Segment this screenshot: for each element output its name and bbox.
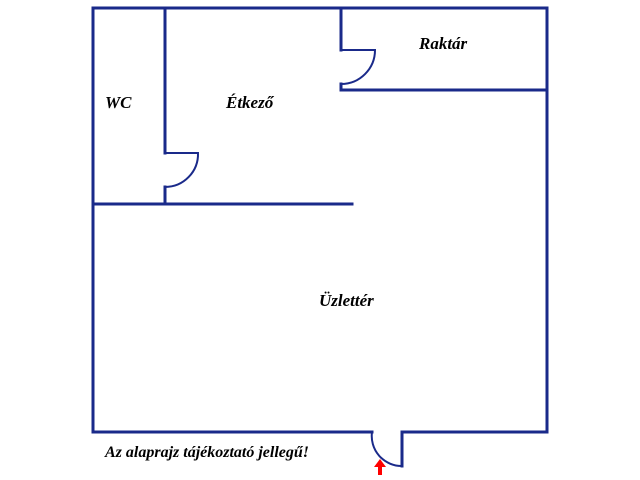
- room-label-dining: Étkező: [225, 93, 275, 112]
- entrance-door: [370, 431, 403, 468]
- wc-door: [164, 152, 200, 188]
- room-label-wc: WC: [105, 93, 132, 112]
- room-label-storage: Raktár: [418, 34, 468, 53]
- interior-walls: [91, 6, 549, 468]
- entrance-arrow-icon: [374, 459, 386, 475]
- room-label-shop-floor: Üzlettér: [319, 291, 374, 310]
- outer-walls: [91, 6, 549, 434]
- disclaimer-note: Az alaprajz tájékoztató jellegű!: [104, 444, 309, 461]
- doors: [164, 49, 403, 468]
- storage-door: [340, 49, 377, 85]
